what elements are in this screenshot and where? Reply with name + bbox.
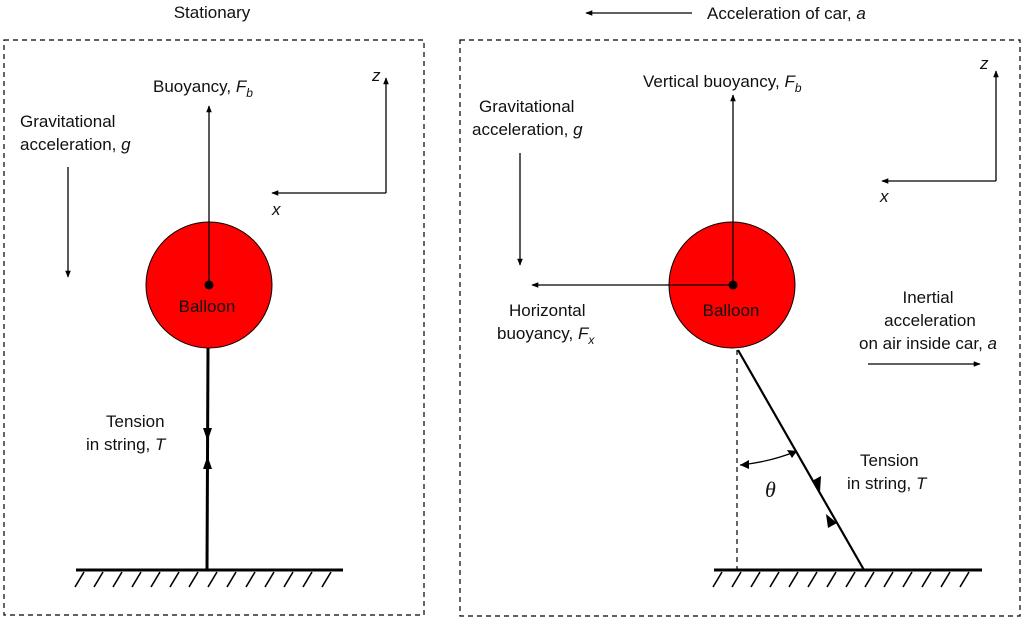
right-hbuoy-line2: buoyancy, Fx bbox=[497, 324, 595, 347]
left-panel: Stationary Buoyancy, Fb Gravitational ac… bbox=[3, 3, 425, 616]
right-z-label: z bbox=[979, 54, 989, 73]
right-inertial-line2: acceleration bbox=[884, 311, 976, 330]
angle-arc-head-right bbox=[787, 450, 797, 458]
left-x-label: x bbox=[271, 200, 281, 219]
right-tension-line1: Tension bbox=[860, 451, 919, 470]
right-tension-arrow-up bbox=[826, 514, 837, 528]
left-title: Stationary bbox=[174, 3, 251, 22]
right-buoyancy-label: Vertical buoyancy, Fb bbox=[643, 72, 802, 95]
right-inertial-line1: Inertial bbox=[902, 288, 953, 307]
left-tension-line1: Tension bbox=[106, 412, 165, 431]
left-grav-line1: Gravitational bbox=[20, 112, 115, 131]
left-tension-line2: in string, T bbox=[86, 435, 167, 454]
left-tension-arrow-down bbox=[203, 428, 212, 441]
right-inertial-line3: on air inside car, a bbox=[859, 334, 997, 353]
left-z-label: z bbox=[371, 66, 381, 85]
left-panel-border bbox=[3, 39, 425, 616]
left-grav-line2: acceleration, g bbox=[20, 135, 131, 154]
angle-theta-label: θ bbox=[765, 477, 776, 502]
right-grav-line1: Gravitational bbox=[479, 97, 574, 116]
right-string bbox=[737, 349, 865, 571]
right-title: Acceleration of car, a bbox=[707, 4, 866, 23]
right-grav-line2: acceleration, g bbox=[472, 120, 583, 139]
angle-arc-head-left bbox=[740, 460, 749, 469]
left-balloon-center bbox=[204, 280, 214, 290]
left-balloon-label: Balloon bbox=[179, 297, 236, 316]
right-tension-arrow-down bbox=[812, 476, 821, 492]
right-ground bbox=[712, 568, 982, 588]
right-panel: Acceleration of car, a Vertical buoyancy… bbox=[459, 4, 1021, 617]
right-hbuoy-line1: Horizontal bbox=[509, 301, 586, 320]
left-tension-arrow-up bbox=[203, 456, 212, 469]
right-tension-line2: in string, T bbox=[847, 474, 928, 493]
right-x-label: x bbox=[879, 187, 889, 206]
left-ground bbox=[74, 568, 343, 588]
right-balloon-center bbox=[728, 280, 738, 290]
right-balloon-label: Balloon bbox=[703, 301, 760, 320]
left-buoyancy-label: Buoyancy, Fb bbox=[153, 77, 253, 100]
right-panel-border bbox=[459, 39, 1021, 617]
